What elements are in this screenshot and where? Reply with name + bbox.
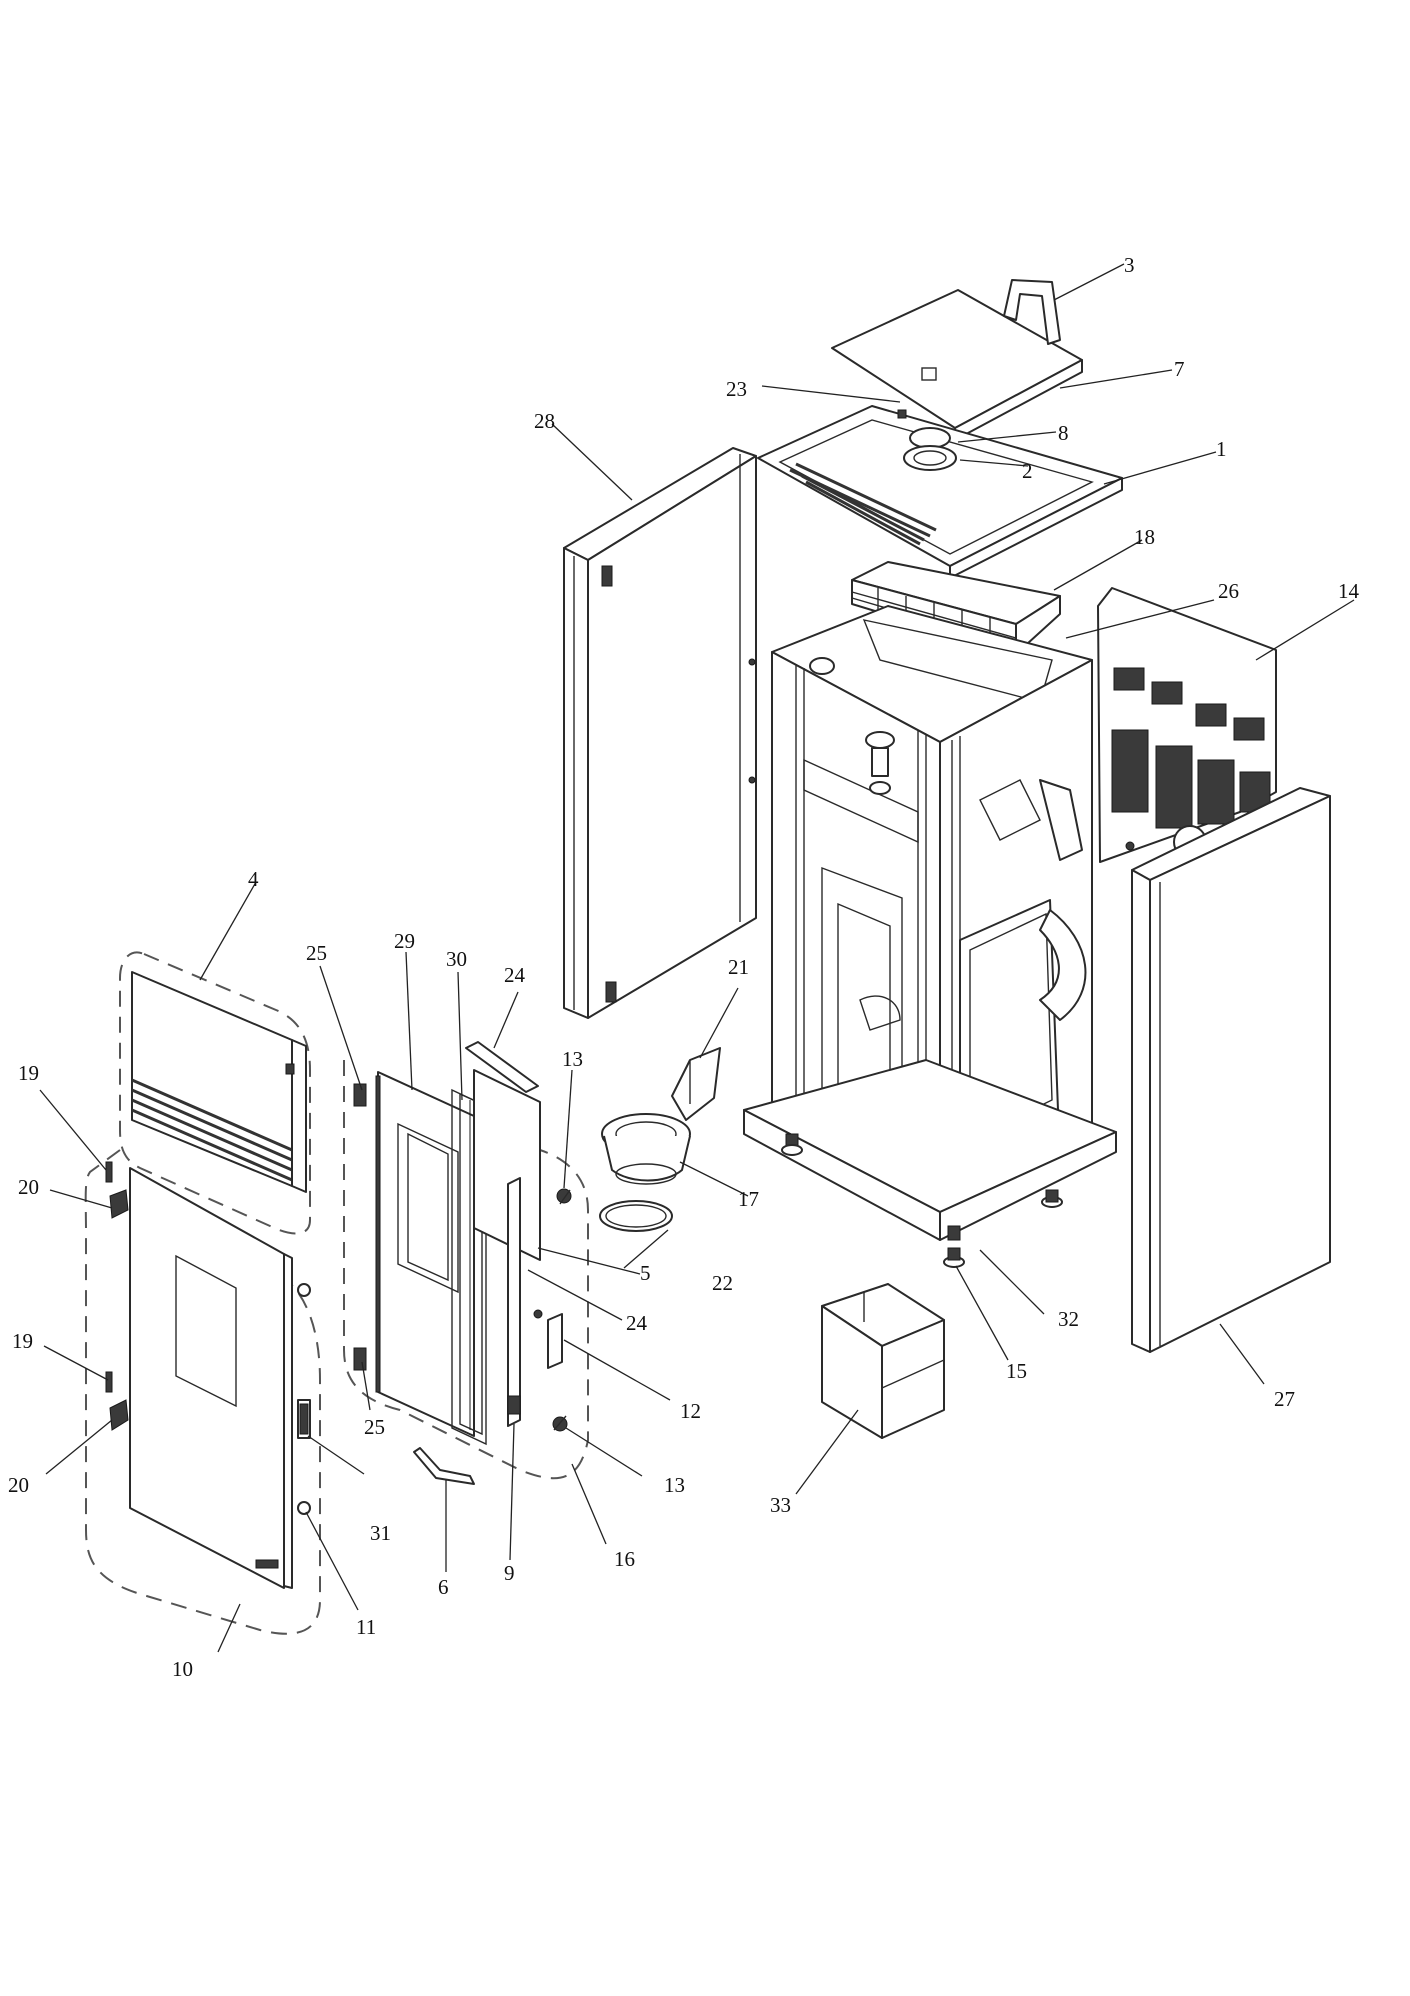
door-lever-part: [413, 1447, 475, 1485]
handle-knob-top: [556, 1188, 572, 1205]
ash-drawer-part: [821, 1283, 945, 1439]
callout-33: 33: [770, 1493, 791, 1517]
top-cover-part: [831, 279, 1083, 441]
callout-21: 21: [728, 955, 749, 979]
base-plate-part: [743, 1059, 1117, 1268]
callout-24-top: 24: [504, 963, 526, 987]
callout-16: 16: [614, 1547, 635, 1571]
door-hinge-bracket-bottom: [109, 1399, 129, 1431]
right-side-panel-part: [1131, 787, 1331, 1353]
door-handle-part: [297, 1399, 311, 1439]
rear-panel-louvers: [1111, 667, 1271, 829]
callout-8: 8: [1058, 421, 1069, 445]
callout-19-bottom: 19: [12, 1329, 33, 1353]
callout-18: 18: [1134, 525, 1155, 549]
hinge-top: [353, 1083, 367, 1107]
front-door-dashed-outline: [84, 1149, 321, 1635]
left-side-panel-part: [563, 447, 757, 1019]
front-top-panel-louvers: [131, 1078, 293, 1182]
front-door-part: [129, 1167, 293, 1589]
door-hinge-pin-top: [105, 1161, 113, 1183]
callout-12: 12: [680, 1399, 701, 1423]
door-assembly-dashed-outline: [343, 1060, 589, 1480]
callout-2: 2: [1022, 459, 1033, 483]
callout-26: 26: [1218, 579, 1239, 603]
callout-13-bottom: 13: [664, 1473, 685, 1497]
callout-29: 29: [394, 929, 415, 953]
gasket-ring-inner: [605, 1204, 667, 1228]
inner-door-frame-part: [375, 1071, 475, 1437]
callout-25-bottom: 25: [364, 1415, 385, 1439]
callout-4: 4: [248, 867, 259, 891]
callout-9: 9: [504, 1561, 515, 1585]
callout-20-top: 20: [18, 1175, 39, 1199]
firepot-part: [601, 1113, 691, 1185]
door-hinge-bracket-top: [109, 1189, 129, 1219]
door-latch-pin-part: [297, 1283, 311, 1515]
callout-28: 28: [534, 409, 555, 433]
callout-7: 7: [1174, 357, 1185, 381]
callout-17: 17: [738, 1187, 759, 1211]
callout-25-top: 25: [306, 941, 327, 965]
callout-22: 22: [712, 1271, 733, 1295]
callout-27: 27: [1274, 1387, 1295, 1411]
callout-6: 6: [438, 1575, 449, 1599]
bracket-part: [671, 1047, 721, 1121]
callout-13-top: 13: [562, 1047, 583, 1071]
callout-30: 30: [446, 947, 467, 971]
callout-3: 3: [1124, 253, 1135, 277]
lock-plate-part: [507, 1177, 563, 1427]
callout-1: 1: [1216, 437, 1227, 461]
callout-19-top: 19: [18, 1061, 39, 1085]
callout-23: 23: [726, 377, 747, 401]
callout-20-bottom: 20: [8, 1473, 29, 1497]
front-top-panel-part: [131, 971, 307, 1193]
top-frame-grill: [789, 462, 937, 546]
callout-32: 32: [1058, 1307, 1079, 1331]
callout-31: 31: [370, 1521, 391, 1545]
gasket-bar-part: [465, 1041, 541, 1261]
callout-10: 10: [172, 1657, 193, 1681]
callout-24-bottom: 24: [626, 1311, 648, 1335]
gasket-ring-part: [599, 1200, 673, 1232]
callout-15: 15: [1006, 1359, 1027, 1383]
rear-panel-part: [1097, 587, 1277, 863]
top-frame-part: [757, 405, 1123, 579]
door-hinge-pin-bottom: [105, 1371, 113, 1393]
handle-knob-bottom: [552, 1415, 568, 1432]
callout-labels: 3 7 8 23 28 1 2 18 26 14 4 25 29 30 24 2…: [8, 253, 1360, 1681]
leader-lines: [39, 263, 1355, 1653]
hinge-bottom: [353, 1347, 367, 1371]
callout-14: 14: [1338, 579, 1360, 603]
callout-5: 5: [640, 1261, 651, 1285]
front-top-panel-dashed-outline: [119, 951, 311, 1235]
callout-11: 11: [356, 1615, 376, 1639]
